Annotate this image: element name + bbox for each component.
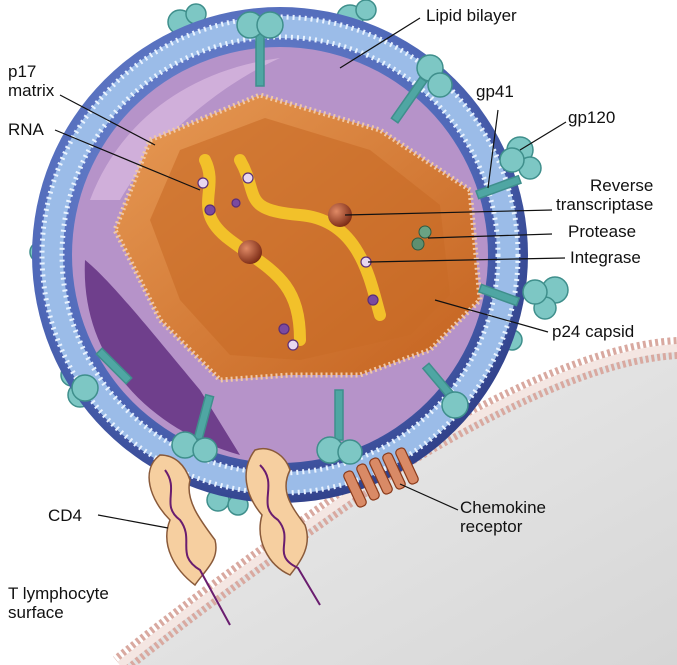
cd4-receptor-1 xyxy=(148,454,217,587)
cd4-receptor-2 xyxy=(245,448,309,576)
label-rna: RNA xyxy=(8,120,44,139)
chemokine-receptor xyxy=(343,447,419,508)
label-t-lymphocyte-surface: T lymphocyte surface xyxy=(8,584,109,622)
label-chemokine-receptor: Chemokine receptor xyxy=(460,498,546,536)
label-protease: Protease xyxy=(568,222,637,241)
label-p24-capsid: p24 capsid xyxy=(552,322,635,341)
envelope-spikes xyxy=(71,11,548,465)
cd4-strand-2 xyxy=(259,464,321,606)
reverse-transcriptase-2 xyxy=(238,240,262,264)
protease-1 xyxy=(418,225,432,239)
integrase-particles xyxy=(197,172,379,351)
label-cd4: CD4 xyxy=(48,506,83,525)
label-lipid-bilayer: Lipid bilayer xyxy=(426,6,517,25)
p17-matrix-shading xyxy=(84,260,240,455)
label-gp120: gp120 xyxy=(568,108,616,127)
rna-strand-2 xyxy=(234,154,386,321)
leader-lines xyxy=(54,17,567,529)
label-p17-matrix: p17 matrix xyxy=(8,62,55,100)
cd4-strand-1 xyxy=(164,469,231,626)
rna-strand-1 xyxy=(199,154,306,346)
protease-2 xyxy=(411,237,425,251)
label-reverse-transcriptase: Reverse transcriptase xyxy=(556,176,654,214)
label-integrase: Integrase xyxy=(570,248,641,267)
label-gp41: gp41 xyxy=(476,82,514,101)
t-lymphocyte-cell xyxy=(120,348,677,665)
reverse-transcriptase-1 xyxy=(328,203,352,227)
